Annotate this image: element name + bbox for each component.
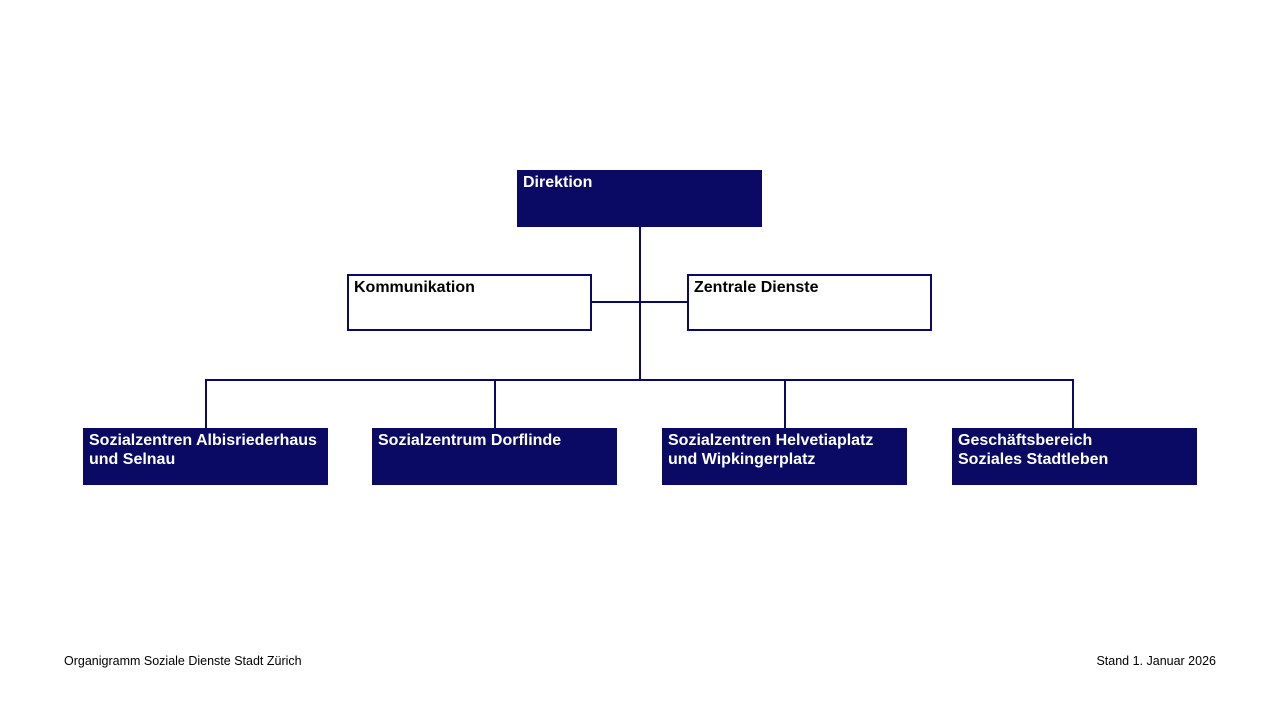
node-geschaeftsbereich-soziales-stadtleben: Geschäftsbereich Soziales Stadtleben xyxy=(952,428,1197,485)
node-zentrale-dienste: Zentrale Dienste xyxy=(687,274,932,331)
node-sozialzentrum-dorflinde: Sozialzentrum Dorflinde xyxy=(372,428,617,485)
footer-date: Stand 1. Januar 2026 xyxy=(1096,654,1216,668)
node-direktion: Direktion xyxy=(517,170,762,227)
footer-title: Organigramm Soziale Dienste Stadt Zürich xyxy=(64,654,302,668)
node-sozialzentren-albisriederhaus-selnau: Sozialzentren Albisriederhaus und Selnau xyxy=(83,428,328,485)
node-kommunikation: Kommunikation xyxy=(347,274,592,331)
node-sozialzentren-helvetiaplatz-wipkingerplatz: Sozialzentren Helvetiaplatz und Wipkinge… xyxy=(662,428,907,485)
